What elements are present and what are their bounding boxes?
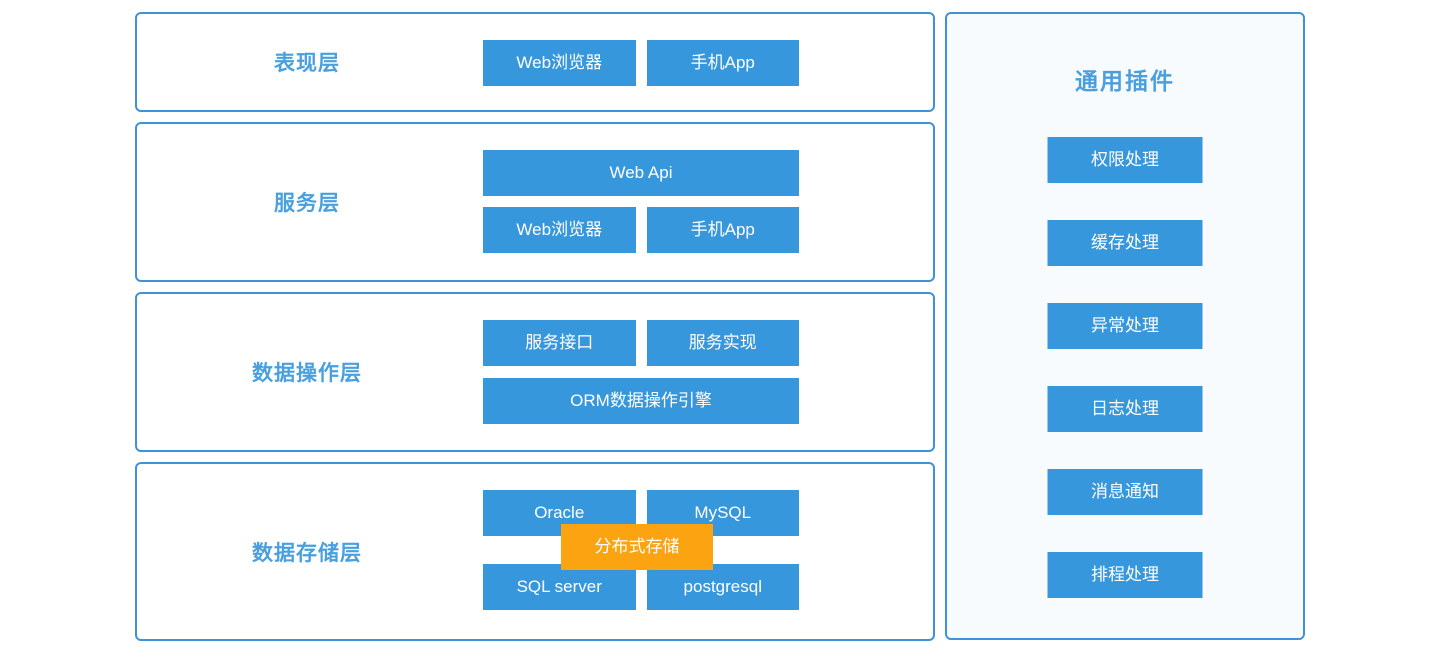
data-operation-row-2: ORM数据操作引擎 [483,378,799,424]
layer-service-label: 服务层 [274,192,340,215]
layer-data-operation-label: 数据操作层 [252,362,362,385]
layer-data-storage: 数据存储层 Oracle MySQL SQL server postgresql… [135,462,935,641]
node-oracle: Oracle [483,490,636,536]
plugin-notification: 消息通知 [1047,469,1203,515]
plugin-exception: 异常处理 [1047,303,1203,349]
layer-service: 服务层 Web Api Web浏览器 手机App [135,122,935,282]
node-postgresql: postgresql [646,564,799,610]
node-sql-server: SQL server [483,564,636,610]
node-service-interface: 服务接口 [483,320,636,366]
node-mobile-app: 手机App [646,207,799,253]
layer-presentation: 表现层 Web浏览器 手机App [135,12,935,112]
layer-presentation-label: 表现层 [274,52,340,75]
node-mobile-app: 手机App [646,40,799,86]
service-row-2: Web浏览器 手机App [483,207,799,253]
node-orm-engine: ORM数据操作引擎 [483,378,799,424]
plugin-permission: 权限处理 [1047,137,1203,183]
node-web-browser: Web浏览器 [483,207,636,253]
presentation-row: Web浏览器 手机App [483,40,799,86]
layer-data-storage-label: 数据存储层 [252,541,362,565]
node-web-api: Web Api [483,150,799,196]
plugins-panel-title: 通用插件 [1075,68,1175,94]
data-operation-row-1: 服务接口 服务实现 [483,320,799,366]
plugins-panel: 通用插件 权限处理 缓存处理 异常处理 日志处理 消息通知 排程处理 [945,12,1305,640]
plugin-logging: 日志处理 [1047,386,1203,432]
node-web-browser: Web浏览器 [483,40,636,86]
layer-data-operation: 数据操作层 服务接口 服务实现 ORM数据操作引擎 [135,292,935,452]
node-service-implementation: 服务实现 [646,320,799,366]
node-distributed-storage: 分布式存储 [561,524,713,570]
plugin-cache: 缓存处理 [1047,220,1203,266]
data-storage-row-2: SQL server postgresql [483,564,799,610]
plugin-scheduling: 排程处理 [1047,552,1203,598]
service-row-1: Web Api [483,150,799,196]
